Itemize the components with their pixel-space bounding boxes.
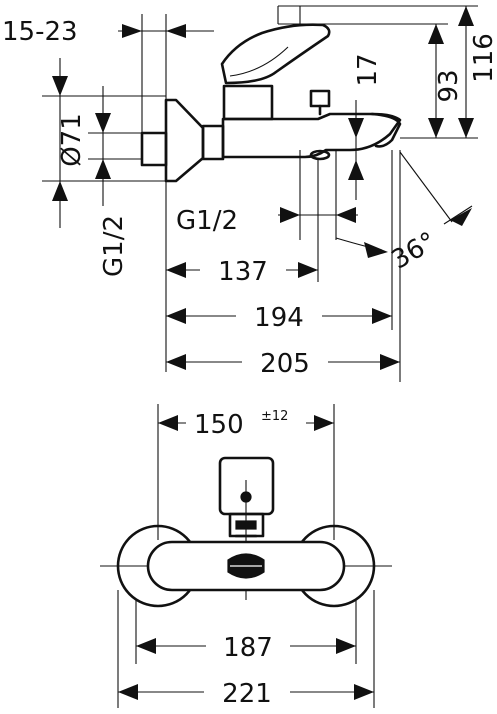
rosette-diameter-label: Ø71 [57, 113, 87, 167]
dimension-depth-total: 205 [166, 344, 400, 379]
cartridge-ring [235, 520, 257, 530]
wall-distance-label: 15-23 [2, 17, 78, 47]
height-body-label: 93 [434, 69, 464, 102]
dimension-thread-left: G1/2 [95, 86, 129, 277]
centre-tolerance-label: ±12 [261, 409, 288, 424]
dimension-depth-outlet: 137 [166, 252, 318, 287]
dimension-spout-drop: 17 [348, 53, 383, 200]
rosette-span-label: 187 [223, 633, 273, 663]
dimension-centre-distance: 150 ±12 [158, 402, 334, 440]
dimension-overall-width: 221 [118, 674, 374, 709]
cartridge-housing [222, 84, 274, 121]
dimension-depth-spout: 194 [166, 298, 392, 333]
dimension-height-lever: 116 [458, 6, 497, 138]
front-view: 150 ±12 187 221 [100, 402, 392, 709]
diverter-knob [309, 89, 331, 108]
extension-lines [42, 5, 478, 382]
height-lever-label: 116 [469, 33, 497, 83]
rosette [164, 98, 205, 183]
dimension-height-body: 93 [428, 24, 464, 138]
depth-spout-label: 194 [254, 303, 304, 333]
lever-crease [229, 46, 289, 77]
depth-outlet-label: 137 [218, 257, 268, 287]
spout-drop-label: 17 [353, 53, 383, 86]
dimension-spout-angle: 36° [335, 205, 473, 276]
dimension-rosette-diameter: Ø71 [52, 58, 87, 228]
lever-handle [220, 23, 331, 85]
depth-total-label: 205 [260, 349, 310, 379]
overall-width-label: 221 [222, 679, 272, 709]
wall-connector [140, 131, 168, 167]
mixer-body [221, 112, 402, 159]
lever-indicator [240, 491, 252, 503]
thread-left-label: G1/2 [99, 215, 129, 277]
side-view: 15-23 Ø71 G1/2 116 93 [2, 5, 497, 382]
outlet-bottom [309, 149, 331, 161]
dimension-rosette-span: 187 [136, 628, 356, 663]
dimension-thread-bottom: G1/2 [176, 206, 358, 236]
eccentric-nut [201, 124, 225, 161]
spout-outlet [370, 112, 402, 148]
dimension-wall-distance: 15-23 [2, 17, 214, 47]
thread-bottom-label: G1/2 [176, 206, 238, 236]
centre-distance-label: 150 [194, 410, 244, 440]
spout-angle-label: 36° [387, 227, 442, 276]
